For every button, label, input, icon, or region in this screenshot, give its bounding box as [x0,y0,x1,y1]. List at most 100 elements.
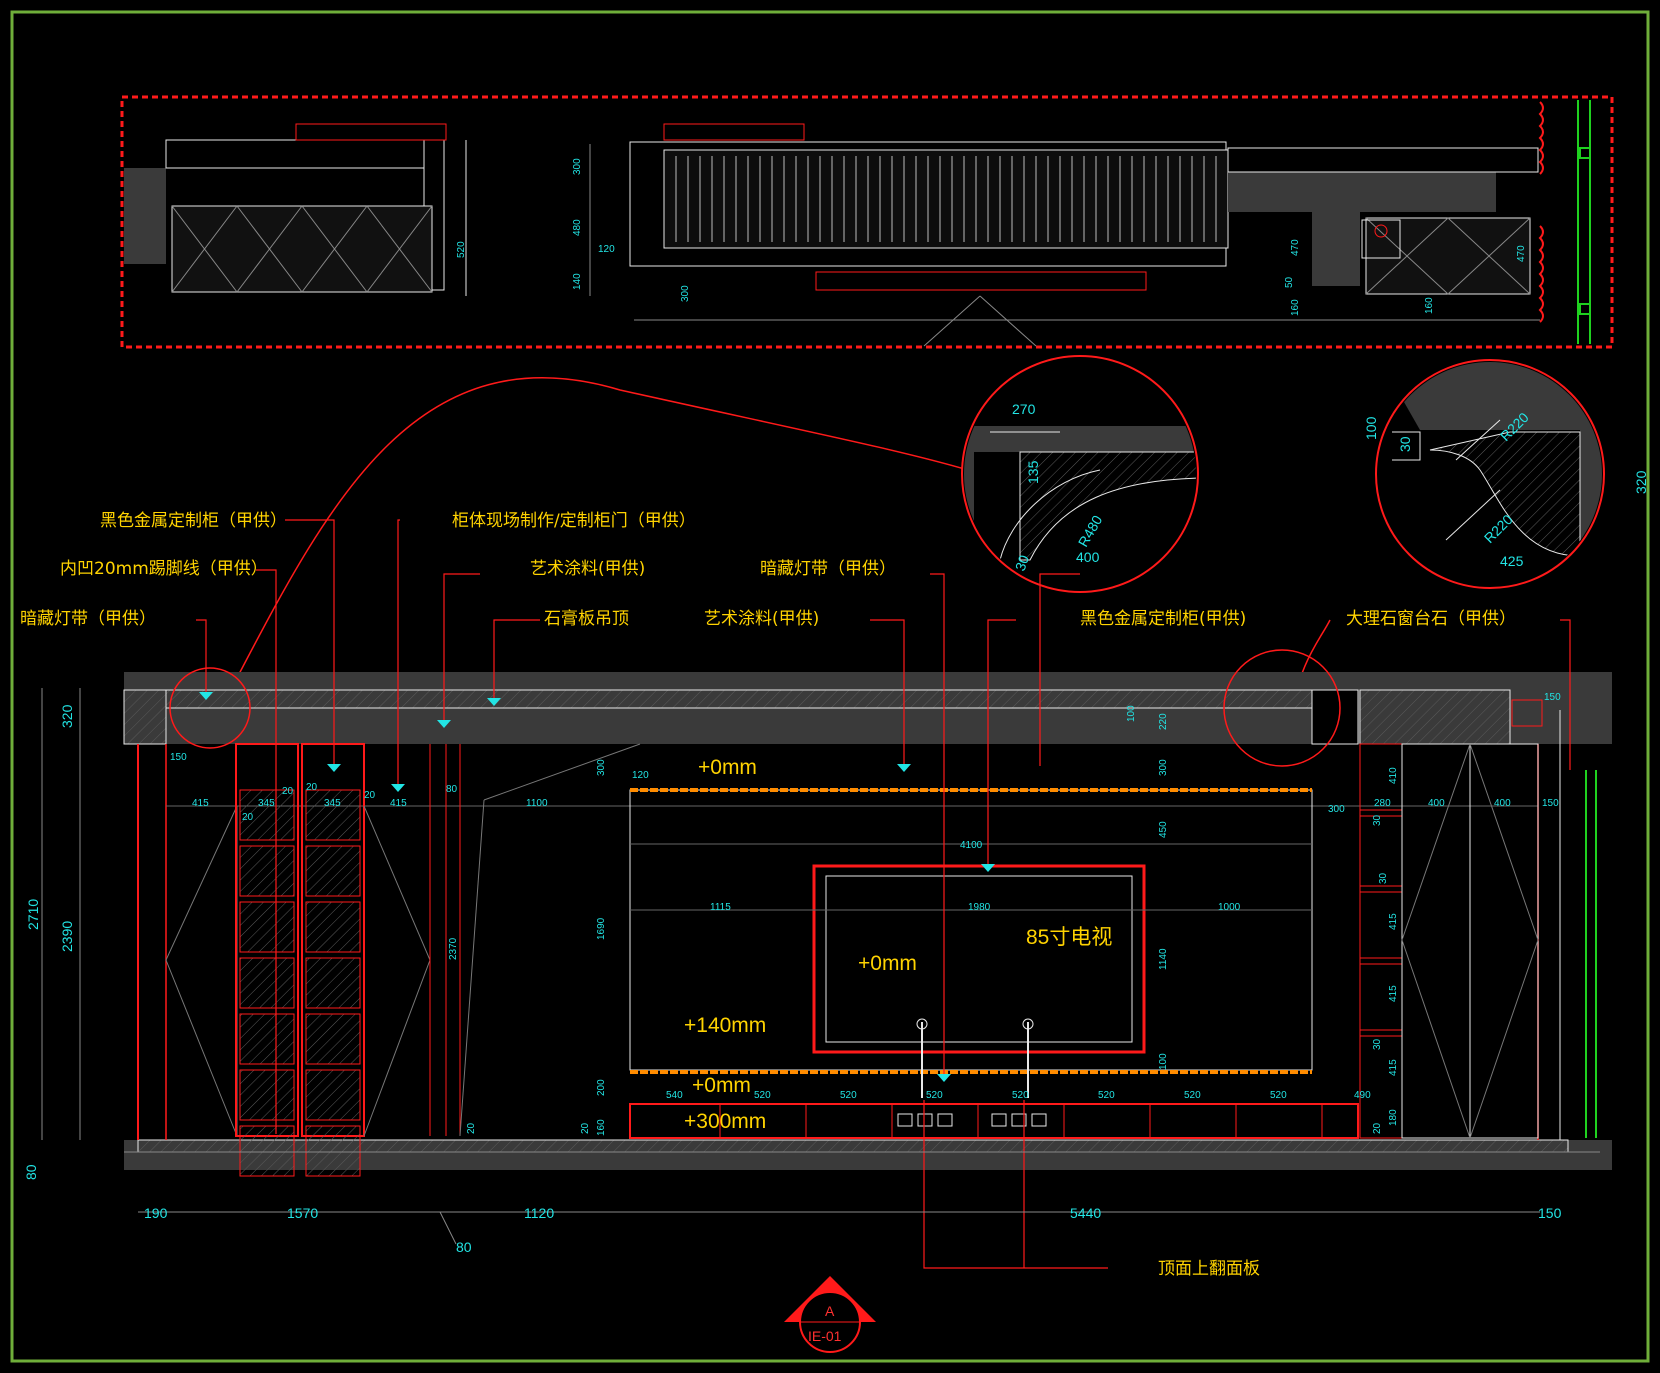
callout-label: 艺术涂料(甲供) [704,609,819,629]
dim-label: 20 [242,812,254,823]
leader-curve [237,377,969,677]
level-label: +0mm [858,952,917,975]
dim-label: 300 [1158,759,1169,776]
dim-label: 180 [1388,1109,1399,1126]
plan-left-wall [124,168,166,264]
glass-cabinet-cell [305,789,361,841]
callout-label: 内凹20mm踢脚线（甲供） [60,559,268,579]
dim-label: 140 [572,273,583,290]
dim-label: 150 [170,752,187,763]
dim-label: 415 [1388,913,1399,930]
dim-label: 415 [390,798,407,809]
level-label: +300mm [684,1110,766,1133]
dim-label: 4100 [960,840,983,851]
dim-label: 520 [754,1090,771,1101]
level-label: +140mm [684,1014,766,1037]
glass-cabinet-cell [305,845,361,897]
dim-label: 100 [1158,1053,1169,1070]
dim-label: 2370 [448,937,459,960]
dim-label: 2710 [25,899,41,930]
dim-label: 150 [1542,798,1559,809]
plan-left-cabinet [171,205,433,293]
dim-label: 410 [1388,767,1399,784]
dim-label: 1115 [710,902,731,913]
dim-label: 150 [1538,1205,1562,1221]
callout-label: 暗藏灯带（甲供） [760,559,896,579]
dim-label: 415 [192,798,209,809]
dim-label: 520 [1098,1090,1115,1101]
dim-label: 415 [1388,985,1399,1002]
callout-label: 暗藏灯带（甲供） [20,609,156,629]
plan-curtain-bottom [1538,225,1544,323]
callout-label: 柜体现场制作/定制柜门（甲供） [452,511,696,531]
dim-label: 520 [840,1090,857,1101]
dim-label: 345 [258,798,275,809]
level-label: +0mm [692,1074,751,1097]
dim-label: 2390 [59,921,75,952]
glass-cabinet-cell [305,1013,361,1065]
dim-label: 1000 [1218,902,1241,913]
dim-label: 80 [23,1164,39,1180]
dim-label: 190 [144,1205,168,1221]
callout-label: 大理石窗台石（甲供） [1346,609,1516,629]
dim-label: 80 [456,1239,472,1255]
callout-label: 顶面上翻面板 [1158,1259,1260,1279]
plan-view: 520 300 480 140 120 30 [120,95,1614,349]
detail-circle-left: 270 135 400 R480 30 [961,355,1199,593]
dim-label: 1140 [1158,948,1169,970]
detail-marker-left [169,667,251,749]
dim-label: 415 [1388,1059,1399,1076]
dim-label: 20 [466,1122,477,1134]
dim-label: 300 [596,759,607,776]
glass-cabinet-cell [305,1069,361,1121]
dim-label: 320 [1633,470,1649,494]
dim-label: 1120 [524,1205,554,1221]
dim-label: 450 [1158,821,1169,838]
dim-label: 270 [1012,401,1036,417]
glass-cabinet-cell [239,901,295,953]
glass-cabinet-cell [305,957,361,1009]
glass-cabinet [235,743,365,1177]
dim-label: 20 [282,786,294,797]
elevation: 320 2710 2390 80 190 1570 1120 5440 150 … [23,519,1612,1269]
dim-label: 100 [1363,416,1379,440]
dim-label: 425 [1500,553,1524,569]
glass-cabinet-cell [305,901,361,953]
tv-frame [812,864,1146,1054]
section-code: IE-01 [808,1328,842,1344]
plan-right-cabinet [1365,217,1531,295]
dim-label: 150 [1544,692,1561,703]
dim-label: 160 [596,1119,607,1136]
dim-label: 100 [1126,705,1137,722]
dim-label: 520 [1270,1090,1287,1101]
dim-label: 300 [680,285,691,302]
dim-label: 20 [580,1122,591,1134]
dim-label: 135 [1025,460,1041,484]
glass-cabinet-cell [239,789,295,841]
tv-size-label: 85寸电视 [1026,926,1112,949]
glass-cabinet-cell [239,1013,295,1065]
tv-screen [825,875,1133,1043]
tv-bench [629,1103,1359,1139]
dim-label: 80 [446,784,458,795]
dim-label: 160 [1290,299,1301,316]
dim-label: 20 [1372,1122,1383,1134]
dim-label: 480 [572,219,583,236]
dim-label: 220 [1158,713,1169,730]
dim-label: 400 [1076,549,1100,565]
dim-label: 490 [1354,1090,1371,1101]
callout-label: 石膏板吊顶 [544,608,629,629]
dim-label: 300 [572,158,583,175]
dim-label: 20 [306,782,318,793]
dim-label: 120 [632,770,649,781]
dim-label: 160 [1424,297,1435,314]
dim-label: 300 [1328,804,1345,815]
dim-label: 280 [1374,798,1391,809]
glass-cabinet-cell [239,957,295,1009]
section-tag: A IE-01 [784,1276,876,1353]
dim-label: 320 [59,704,75,728]
dim-label: 1100 [526,798,548,809]
callout-label: 黑色金属定制柜(甲供) [1080,609,1246,629]
glass-cabinet-cell [239,1125,295,1177]
dim-label: 1980 [968,902,991,913]
